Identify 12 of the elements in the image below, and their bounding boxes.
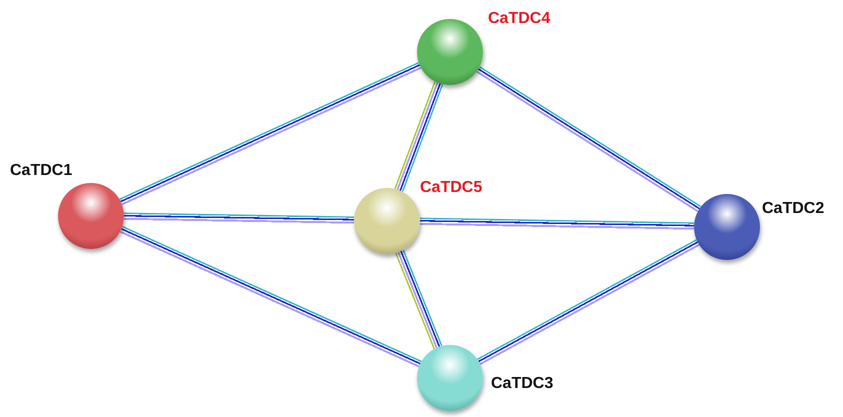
- protein-label: CaTDC2: [762, 201, 824, 217]
- interaction-line: [394, 250, 442, 350]
- protein-label: CaTDC5: [420, 180, 482, 196]
- interaction-line: [477, 239, 700, 366]
- protein-label: CaTDC4: [488, 11, 550, 27]
- protein-label: CaTDC3: [491, 376, 554, 392]
- interaction-line: [124, 212, 354, 224]
- interaction-line: [119, 226, 422, 368]
- protein-label: CaTDC1: [10, 163, 72, 179]
- interaction-line: [119, 62, 422, 206]
- interaction-line: [420, 218, 694, 230]
- interaction-line: [394, 81, 444, 192]
